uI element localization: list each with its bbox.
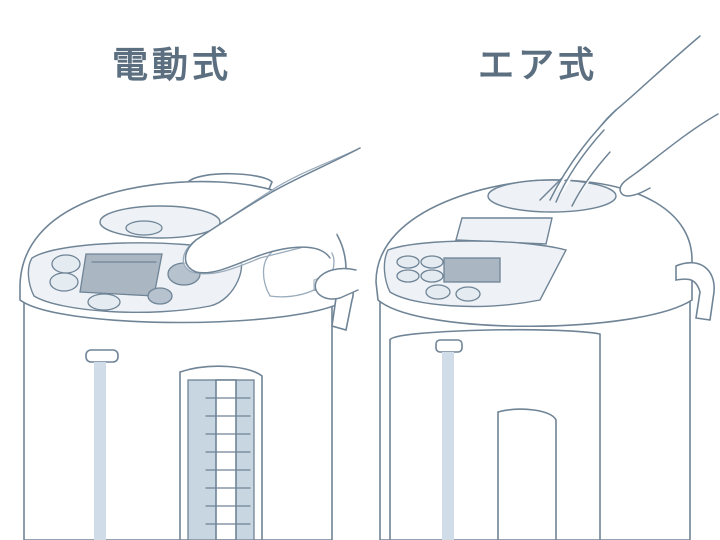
electric-type-label: 電動式 — [112, 45, 233, 86]
panel-button — [420, 255, 444, 269]
electric-pot — [19, 147, 361, 540]
air-lcd-screen — [443, 257, 501, 283]
panel-button — [396, 255, 420, 269]
electric-pot-body — [23, 299, 333, 540]
panel-button — [455, 286, 481, 302]
air-side-handle — [675, 261, 715, 321]
air-spout — [435, 339, 463, 353]
air-water-column — [442, 352, 454, 540]
electric-spout — [85, 349, 119, 363]
water-level-indicator — [215, 379, 237, 540]
air-type-label: エア式 — [478, 45, 599, 86]
panel-button — [49, 272, 79, 292]
air-top-plate — [455, 217, 553, 245]
panel-button — [51, 254, 81, 274]
panel-button — [396, 269, 420, 283]
lid-knob-icon — [125, 220, 163, 236]
air-pot — [375, 35, 719, 540]
panel-button — [420, 269, 444, 283]
panel-button — [147, 287, 173, 305]
electric-lcd-screen — [79, 253, 163, 297]
panel-button — [87, 293, 121, 311]
air-window — [497, 408, 557, 540]
electric-water-column — [94, 362, 106, 540]
lid-release-button — [99, 205, 221, 239]
panel-button — [425, 284, 451, 300]
